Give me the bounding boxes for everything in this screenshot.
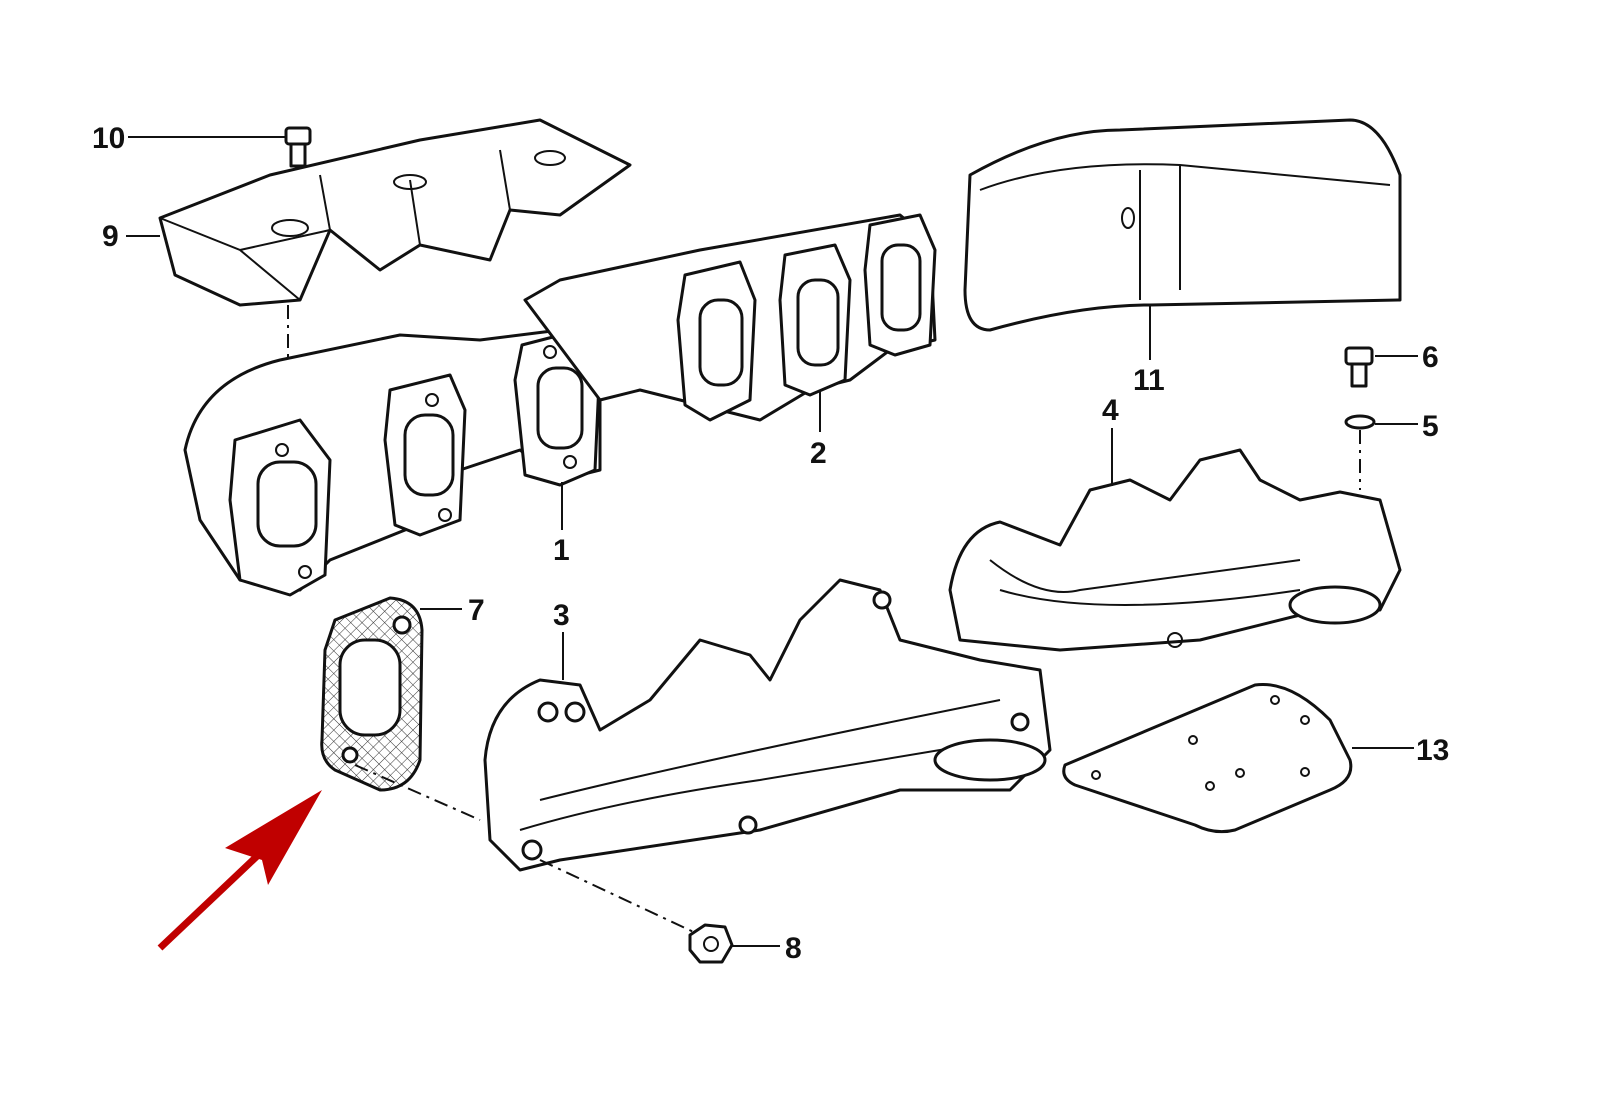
exhaust-manifold-part-3[interactable] <box>483 578 1052 936</box>
bolt-part-6[interactable] <box>1344 346 1374 388</box>
callout-5: 5 <box>1422 410 1439 443</box>
callout-7: 7 <box>468 594 485 627</box>
nut-part-8[interactable] <box>688 923 734 964</box>
callout-6: 6 <box>1422 341 1439 374</box>
callout-3: 3 <box>553 599 570 632</box>
callout-13: 13 <box>1416 734 1449 767</box>
gasket-part-7[interactable] <box>320 596 481 821</box>
plate-part-13[interactable] <box>1062 682 1353 834</box>
callout-1: 1 <box>553 534 570 567</box>
callout-2: 2 <box>810 437 827 470</box>
highlight-arrow <box>157 790 322 951</box>
callout-8: 8 <box>785 932 802 965</box>
leader-lines <box>126 136 1418 947</box>
washer-part-5[interactable] <box>1344 414 1376 490</box>
callout-9: 9 <box>102 220 119 253</box>
callout-10: 10 <box>92 122 125 155</box>
exhaust-manifold-part-4[interactable] <box>948 448 1402 652</box>
heat-shield-part-9[interactable] <box>158 118 632 400</box>
exhaust-manifold-part-1[interactable] <box>183 328 602 597</box>
heat-shield-part-11[interactable] <box>963 118 1402 332</box>
callout-4: 4 <box>1102 394 1119 427</box>
exhaust-manifold-part-2[interactable] <box>523 213 937 422</box>
callout-11: 11 <box>1133 364 1165 397</box>
